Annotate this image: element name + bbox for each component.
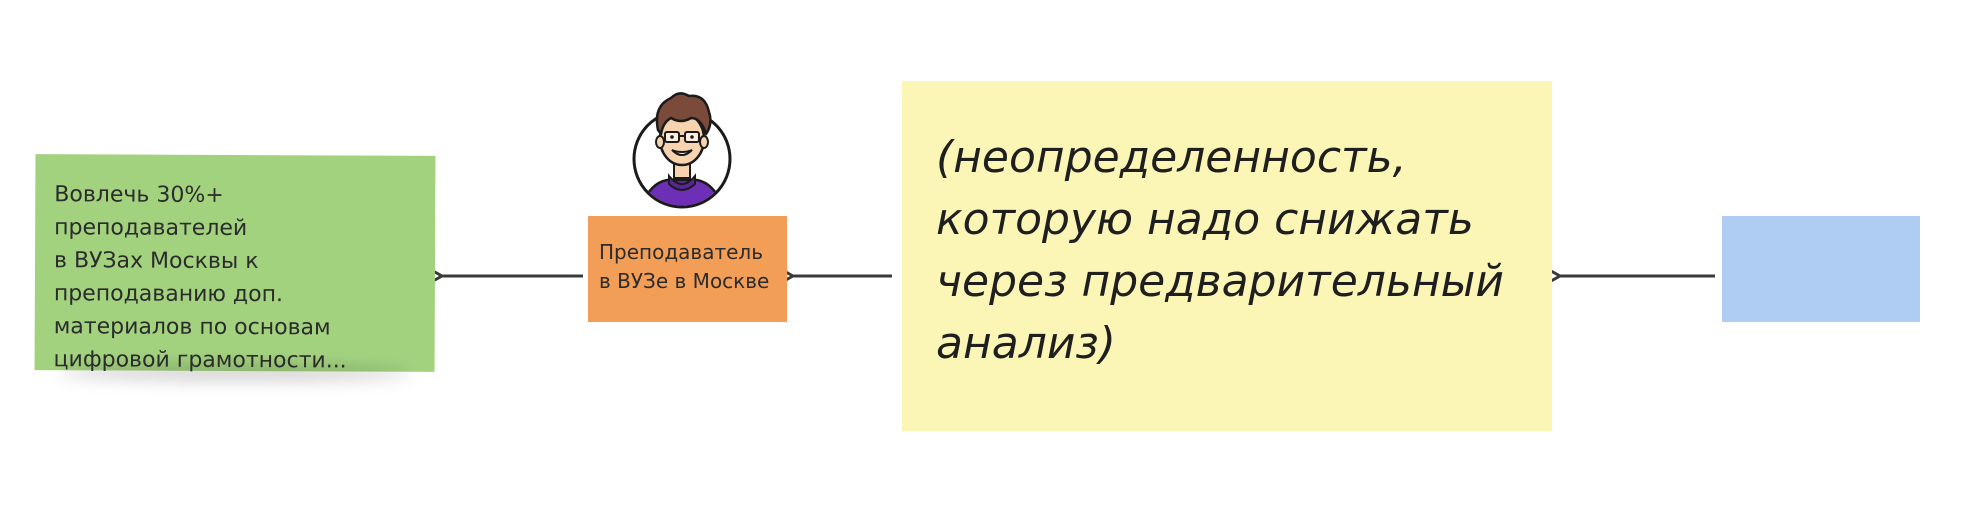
person-with-glasses-icon [632,92,732,209]
sticky-note-uncertainty-text: (неопределенность, которую надо снижать … [936,132,1504,369]
sticky-note-empty[interactable] [1722,216,1920,322]
sticky-note-goal-text: Вовлечь 30%+ преподавателей в ВУЗах Моск… [53,182,347,374]
sticky-note-uncertainty[interactable]: (неопределенность, которую надо снижать … [902,81,1552,431]
sticky-note-actor-text: Преподаватель в ВУЗе в Москве [599,240,770,293]
sticky-note-goal[interactable]: Вовлечь 30%+ преподавателей в ВУЗах Моск… [34,154,436,373]
sticky-note-actor[interactable]: Преподаватель в ВУЗе в Москве [588,216,787,322]
